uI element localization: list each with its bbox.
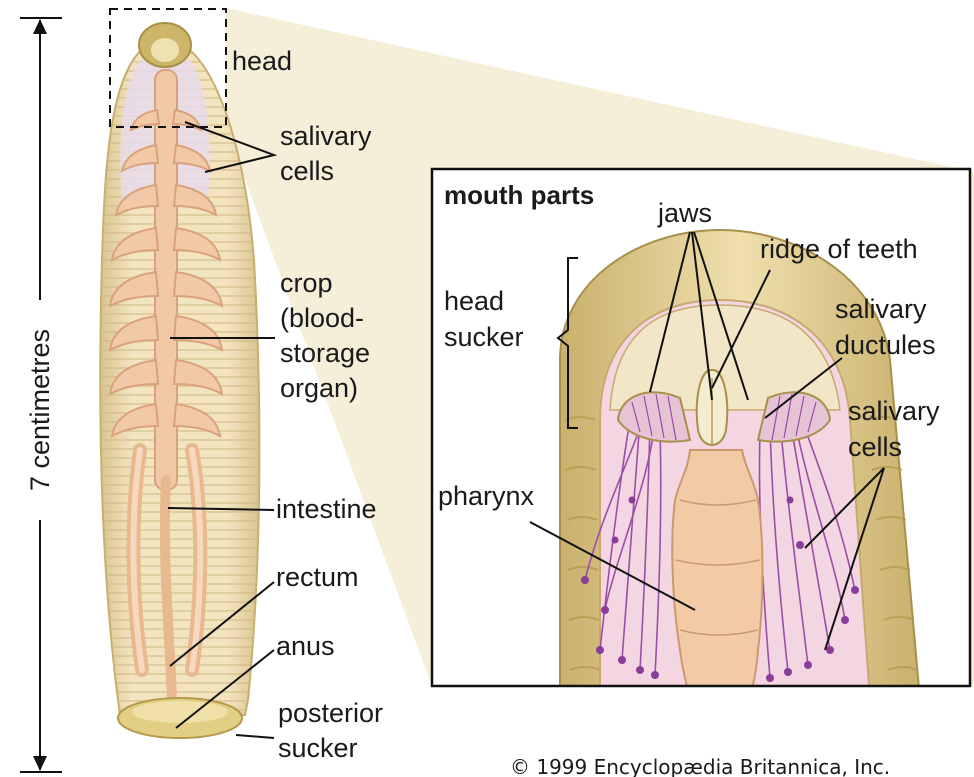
pharynx-organ: [672, 450, 762, 720]
label-crop-3: storage: [280, 338, 370, 368]
label-posterior-sucker-1: posterior: [278, 698, 383, 728]
label-ridge-of-teeth: ridge of teeth: [760, 234, 918, 264]
label-head: head: [232, 46, 292, 76]
label-inset-salivary-cells-2: cells: [848, 432, 902, 462]
label-crop-2: (blood-: [280, 303, 364, 333]
label-head-sucker-1: head: [444, 286, 504, 316]
inset-title: mouth parts: [444, 180, 594, 210]
label-inset-salivary-cells-1: salivary: [848, 396, 940, 426]
label-crop-1: crop: [280, 268, 333, 298]
copyright-notice: © 1999 Encyclopædia Britannica, Inc.: [510, 755, 890, 777]
label-salivary-cells-1: salivary: [280, 121, 372, 151]
label-anus: anus: [276, 631, 335, 661]
label-salivary-ductules-2: ductules: [835, 330, 936, 360]
label-salivary-cells-2: cells: [280, 156, 334, 186]
label-intestine: intestine: [276, 494, 377, 524]
label-pharynx: pharynx: [438, 481, 535, 511]
mouth-parts-inset: mouth parts jaws ridge of teeth head suc…: [432, 169, 970, 720]
label-crop-4: organ): [280, 373, 358, 403]
label-salivary-ductules-1: salivary: [835, 294, 927, 324]
label-jaws: jaws: [657, 198, 712, 228]
scale-label: 7 centimetres: [25, 329, 55, 491]
leader-posterior-sucker: [236, 735, 274, 738]
label-head-sucker-2: sucker: [444, 322, 524, 352]
scale-bar: 7 centimetres: [20, 18, 62, 772]
label-rectum: rectum: [276, 562, 359, 592]
label-posterior-sucker-2: sucker: [278, 733, 358, 763]
